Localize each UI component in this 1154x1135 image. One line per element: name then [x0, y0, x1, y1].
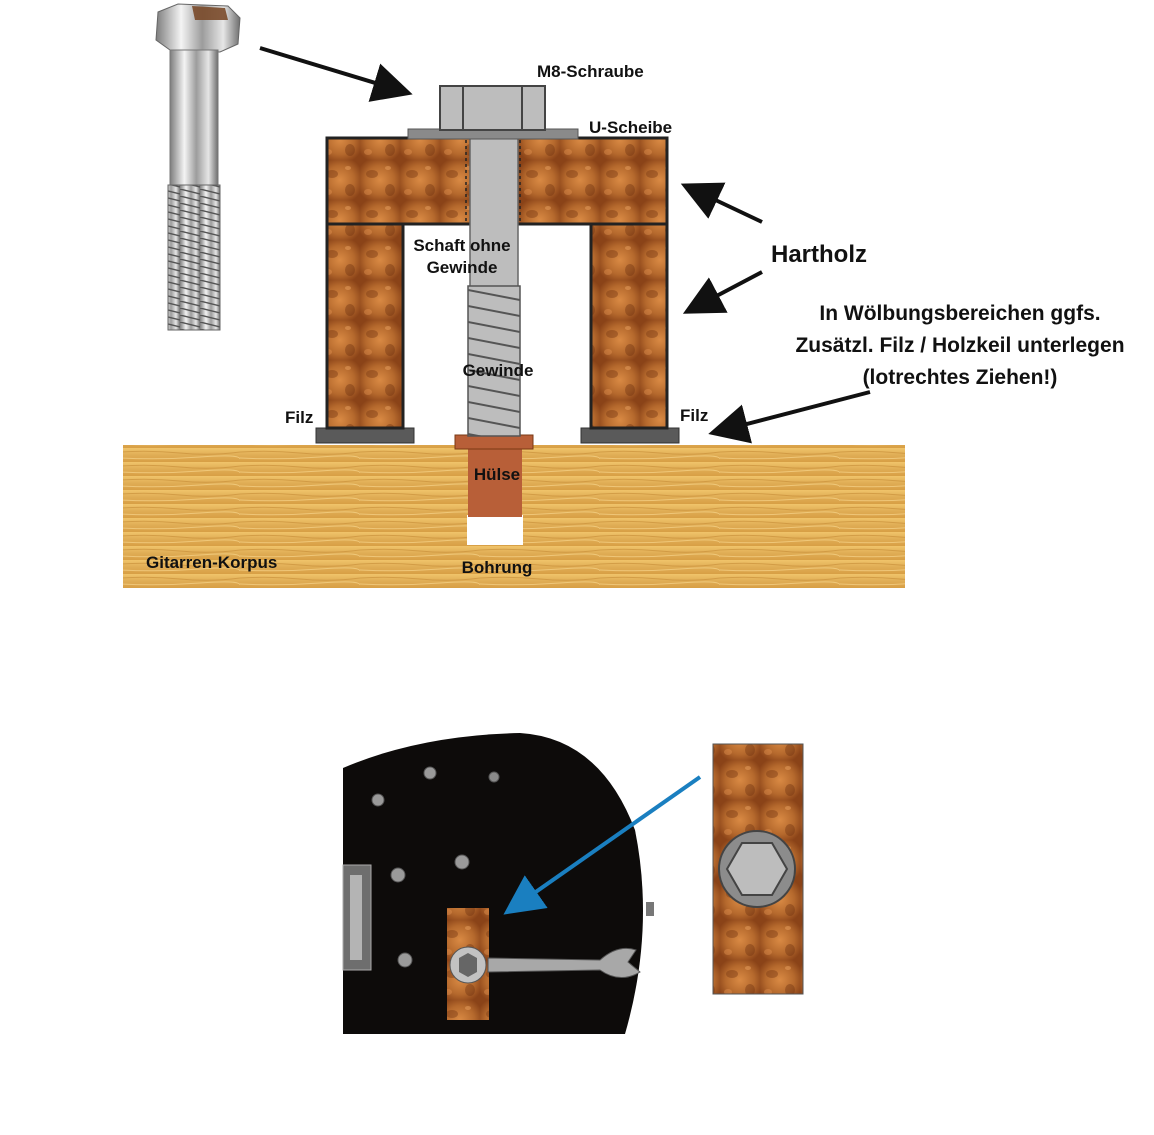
pickguard-photo — [342, 733, 654, 1034]
arrow-blue — [503, 775, 702, 915]
label-felt-right: Filz — [680, 406, 708, 425]
felt-pad-left — [315, 427, 415, 444]
arrow-bolt-to-head — [259, 46, 413, 102]
sleeve-collar — [454, 434, 534, 450]
note-line-1: In Wölbungsbereichen ggfs. — [819, 302, 1100, 325]
label-shank-2: Gewinde — [427, 258, 498, 277]
felt-pad-right — [580, 427, 680, 444]
hardwood-block-closeup — [712, 743, 804, 995]
bolt-thread — [467, 285, 521, 437]
label-body: Gitarren-Korpus — [146, 553, 277, 572]
bolt-head — [439, 85, 546, 131]
arrow-felt-note — [708, 390, 871, 444]
label-thread: Gewinde — [463, 361, 534, 380]
label-hole: Bohrung — [462, 558, 533, 577]
note-line-2: Zusätzl. Filz / Holzkeil unterlegen — [795, 334, 1124, 357]
label-shank-1: Schaft ohne — [413, 236, 510, 255]
arrow-hardwood-top — [680, 182, 763, 224]
sleeve — [468, 447, 522, 517]
label-hardwood: Hartholz — [771, 241, 867, 268]
bolt-photo — [155, 3, 241, 331]
label-m8-screw: M8-Schraube — [537, 62, 644, 81]
label-sleeve: Hülse — [474, 465, 520, 484]
arrow-hardwood-leg — [682, 270, 763, 314]
bolt-shank — [469, 137, 519, 289]
label-felt-left: Filz — [285, 408, 313, 427]
label-washer: U-Scheibe — [589, 118, 672, 137]
hardwood-leg-left — [325, 222, 405, 430]
note-line-3: (lotrechtes Ziehen!) — [863, 366, 1058, 389]
hardwood-leg-right — [589, 222, 669, 430]
drill-hole — [467, 515, 523, 545]
